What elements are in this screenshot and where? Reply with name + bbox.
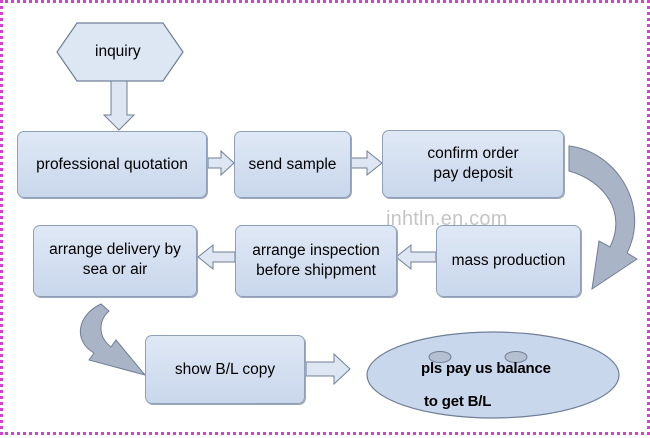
arrange-inspection-line2: before shippment <box>256 262 376 279</box>
step-confirm-order: confirm order pay deposit <box>382 130 564 198</box>
balance-line2: to get B/L <box>424 393 492 410</box>
step-mass-production: mass production <box>436 225 581 297</box>
send-sample-label: send sample <box>248 155 337 173</box>
confirm-order-line1: confirm order <box>427 145 519 162</box>
step-arrange-delivery: arrange delivery by sea or air <box>33 225 197 297</box>
arrow-inquiry-to-quotation <box>102 80 136 131</box>
step-show-bl-copy: show B/L copy <box>145 335 305 404</box>
curved-arrow-confirm-to-production <box>568 145 638 291</box>
arrange-inspection-line1: arrange inspection <box>252 242 380 259</box>
confirm-order-line2: pay deposit <box>433 165 513 182</box>
left-eye-shape <box>428 351 452 363</box>
show-bl-copy-label: show B/L copy <box>174 360 276 378</box>
connectors-layer <box>56 22 638 419</box>
inquiry-hexagon <box>56 22 184 82</box>
step-professional-quotation: professional quotation <box>17 131 207 198</box>
arrow-bl-to-balance <box>305 352 351 386</box>
arrow-sample-to-confirm <box>350 149 383 177</box>
step-send-sample: send sample <box>234 131 351 198</box>
professional-quotation-label: professional quotation <box>36 155 188 173</box>
balance-ellipse <box>366 331 620 419</box>
curved-arrow-delivery-to-bl <box>79 303 147 376</box>
arrange-delivery-line1: arrange delivery by <box>49 241 181 258</box>
arrow-production-to-inspection <box>395 243 437 271</box>
mass-production-label: mass production <box>451 252 566 269</box>
arrow-inspection-to-delivery <box>197 243 236 271</box>
inquiry-label: inquiry <box>95 43 141 60</box>
right-eye-shape <box>504 351 528 363</box>
step-arrange-inspection: arrange inspection before shippment <box>235 225 397 297</box>
watermark: jnhtln.en.com <box>386 208 508 230</box>
arrange-delivery-line2: sea or air <box>82 261 148 278</box>
arrow-quotation-to-sample <box>207 149 235 177</box>
balance-line1: pls pay us balance <box>421 360 551 377</box>
